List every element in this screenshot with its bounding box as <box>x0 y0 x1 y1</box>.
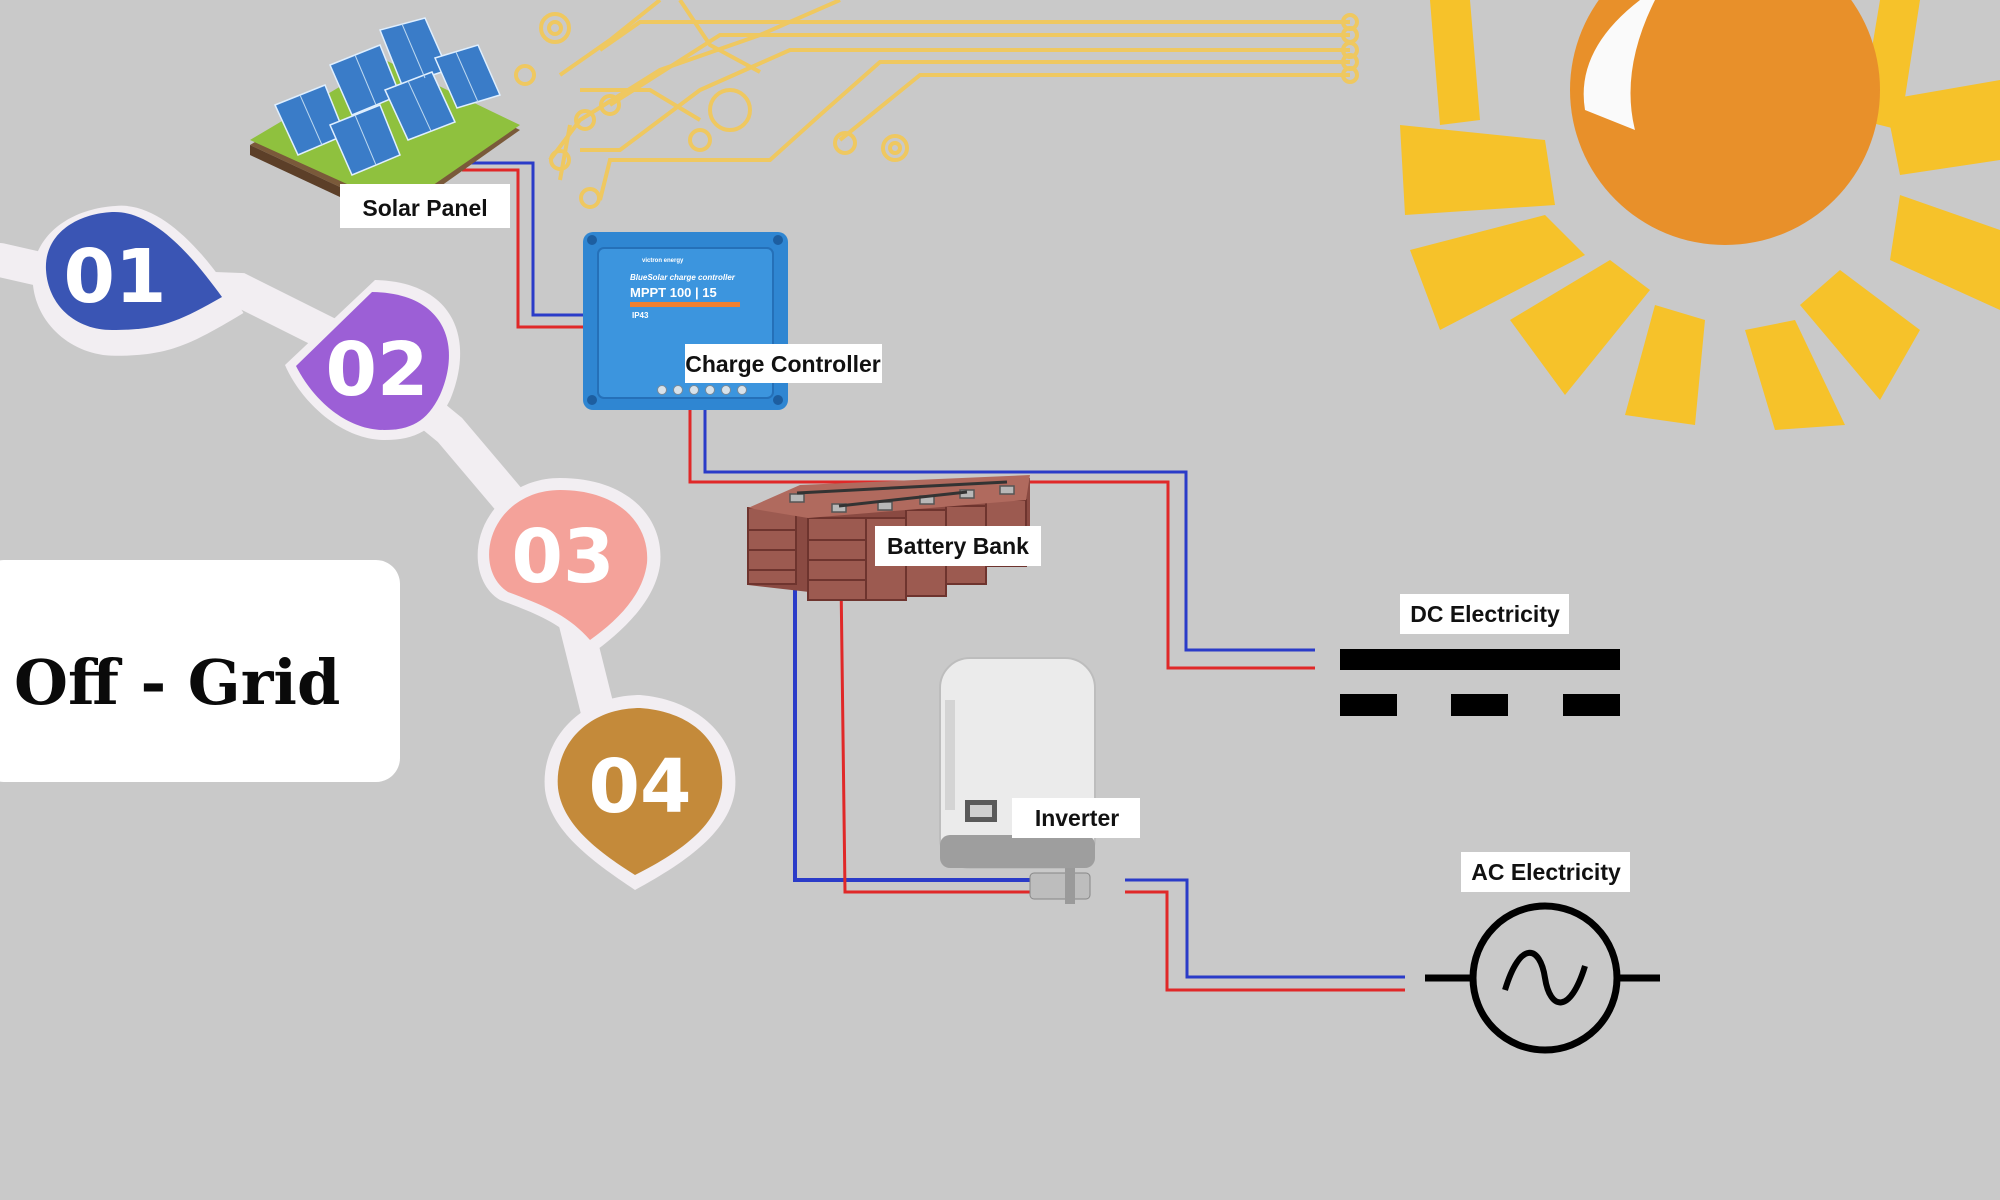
wire-negative <box>470 161 585 317</box>
label-text: Inverter <box>1035 805 1119 831</box>
label-charge-controller: Charge Controller <box>685 344 882 383</box>
wire-positive <box>1125 890 1405 992</box>
ac-symbol-icon <box>1425 902 1660 1054</box>
label-dc-electricity: DC Electricity <box>1400 594 1569 634</box>
label-battery-bank: Battery Bank <box>875 526 1041 566</box>
device-rating: IP43 <box>632 311 649 320</box>
step-number: 01 <box>64 234 167 320</box>
device-model: MPPT 100 | 15 <box>630 285 717 300</box>
step-marker-01: 01 <box>32 205 244 356</box>
charge-controller-icon: victron energy BlueSolar charge controll… <box>583 232 788 410</box>
label-text: Battery Bank <box>887 533 1029 559</box>
step-number: 02 <box>326 327 429 413</box>
wire-positive <box>838 499 1035 894</box>
step-marker-04: 04 <box>544 695 736 890</box>
inverter-icon <box>939 657 1096 904</box>
dc-symbol-icon <box>1340 649 1620 716</box>
label-inverter: Inverter <box>1012 798 1140 838</box>
label-text: DC Electricity <box>1410 601 1560 627</box>
wiring <box>462 161 1405 992</box>
wire-positive <box>688 408 1315 670</box>
label-text: AC Electricity <box>1471 859 1621 885</box>
solar-panel-icon <box>250 17 520 225</box>
label-solar-panel: Solar Panel <box>340 184 510 228</box>
label-ac-electricity: AC Electricity <box>1461 852 1630 892</box>
wire-positive <box>462 168 585 329</box>
wire-negative <box>793 500 1035 882</box>
title-card: Off - Grid <box>0 560 400 782</box>
label-text: Solar Panel <box>362 195 487 221</box>
step-number: 03 <box>512 514 615 600</box>
label-text: Charge Controller <box>685 351 881 377</box>
page-title: Off - Grid <box>14 646 340 719</box>
sun-icon <box>1400 0 2000 430</box>
wire-negative <box>703 408 1315 652</box>
circuit-decoration <box>514 0 1359 209</box>
step-number: 04 <box>589 744 692 830</box>
device-series: BlueSolar charge controller <box>630 273 736 282</box>
step-marker-03: 03 <box>477 478 661 655</box>
step-marker-02: 02 <box>285 280 461 440</box>
device-brand: victron energy <box>642 258 684 264</box>
wire-negative <box>1125 878 1405 979</box>
